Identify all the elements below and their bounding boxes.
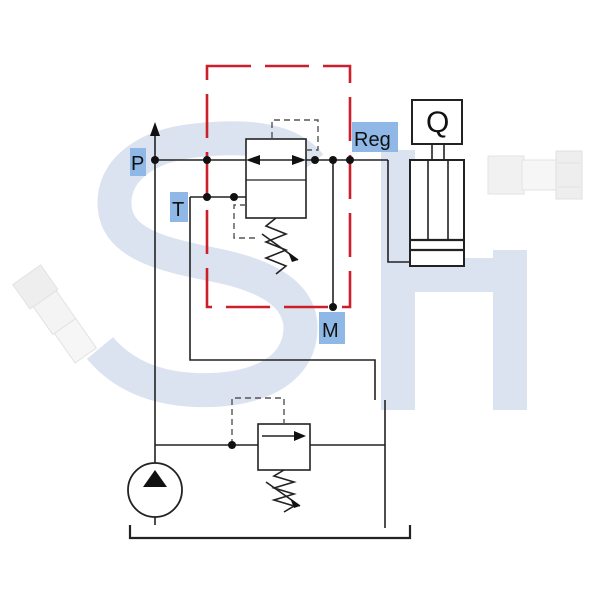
- hose-fitting-left: [12, 264, 98, 364]
- port-p-text: P: [131, 153, 144, 175]
- valve-assembly-boundary: [205, 64, 352, 309]
- junction-dots: [151, 156, 354, 449]
- port-reg-text: Reg: [354, 129, 391, 151]
- hydraulic-cylinder: [409, 99, 465, 267]
- port-label-m: M: [319, 312, 345, 344]
- pressure-relief-valve: [231, 397, 311, 513]
- hydraulic-pump: [127, 462, 183, 525]
- sh-watermark: [86, 121, 527, 410]
- directional-control-valve: [233, 119, 319, 275]
- port-label-p: P: [130, 148, 146, 176]
- port-label-reg: Reg: [352, 122, 398, 152]
- port-m-text: M: [322, 320, 339, 342]
- port-label-t: T: [170, 192, 188, 222]
- port-t-text: T: [172, 199, 184, 221]
- flow-meter-label: Q: [426, 106, 449, 139]
- hose-fitting-right: [487, 150, 583, 200]
